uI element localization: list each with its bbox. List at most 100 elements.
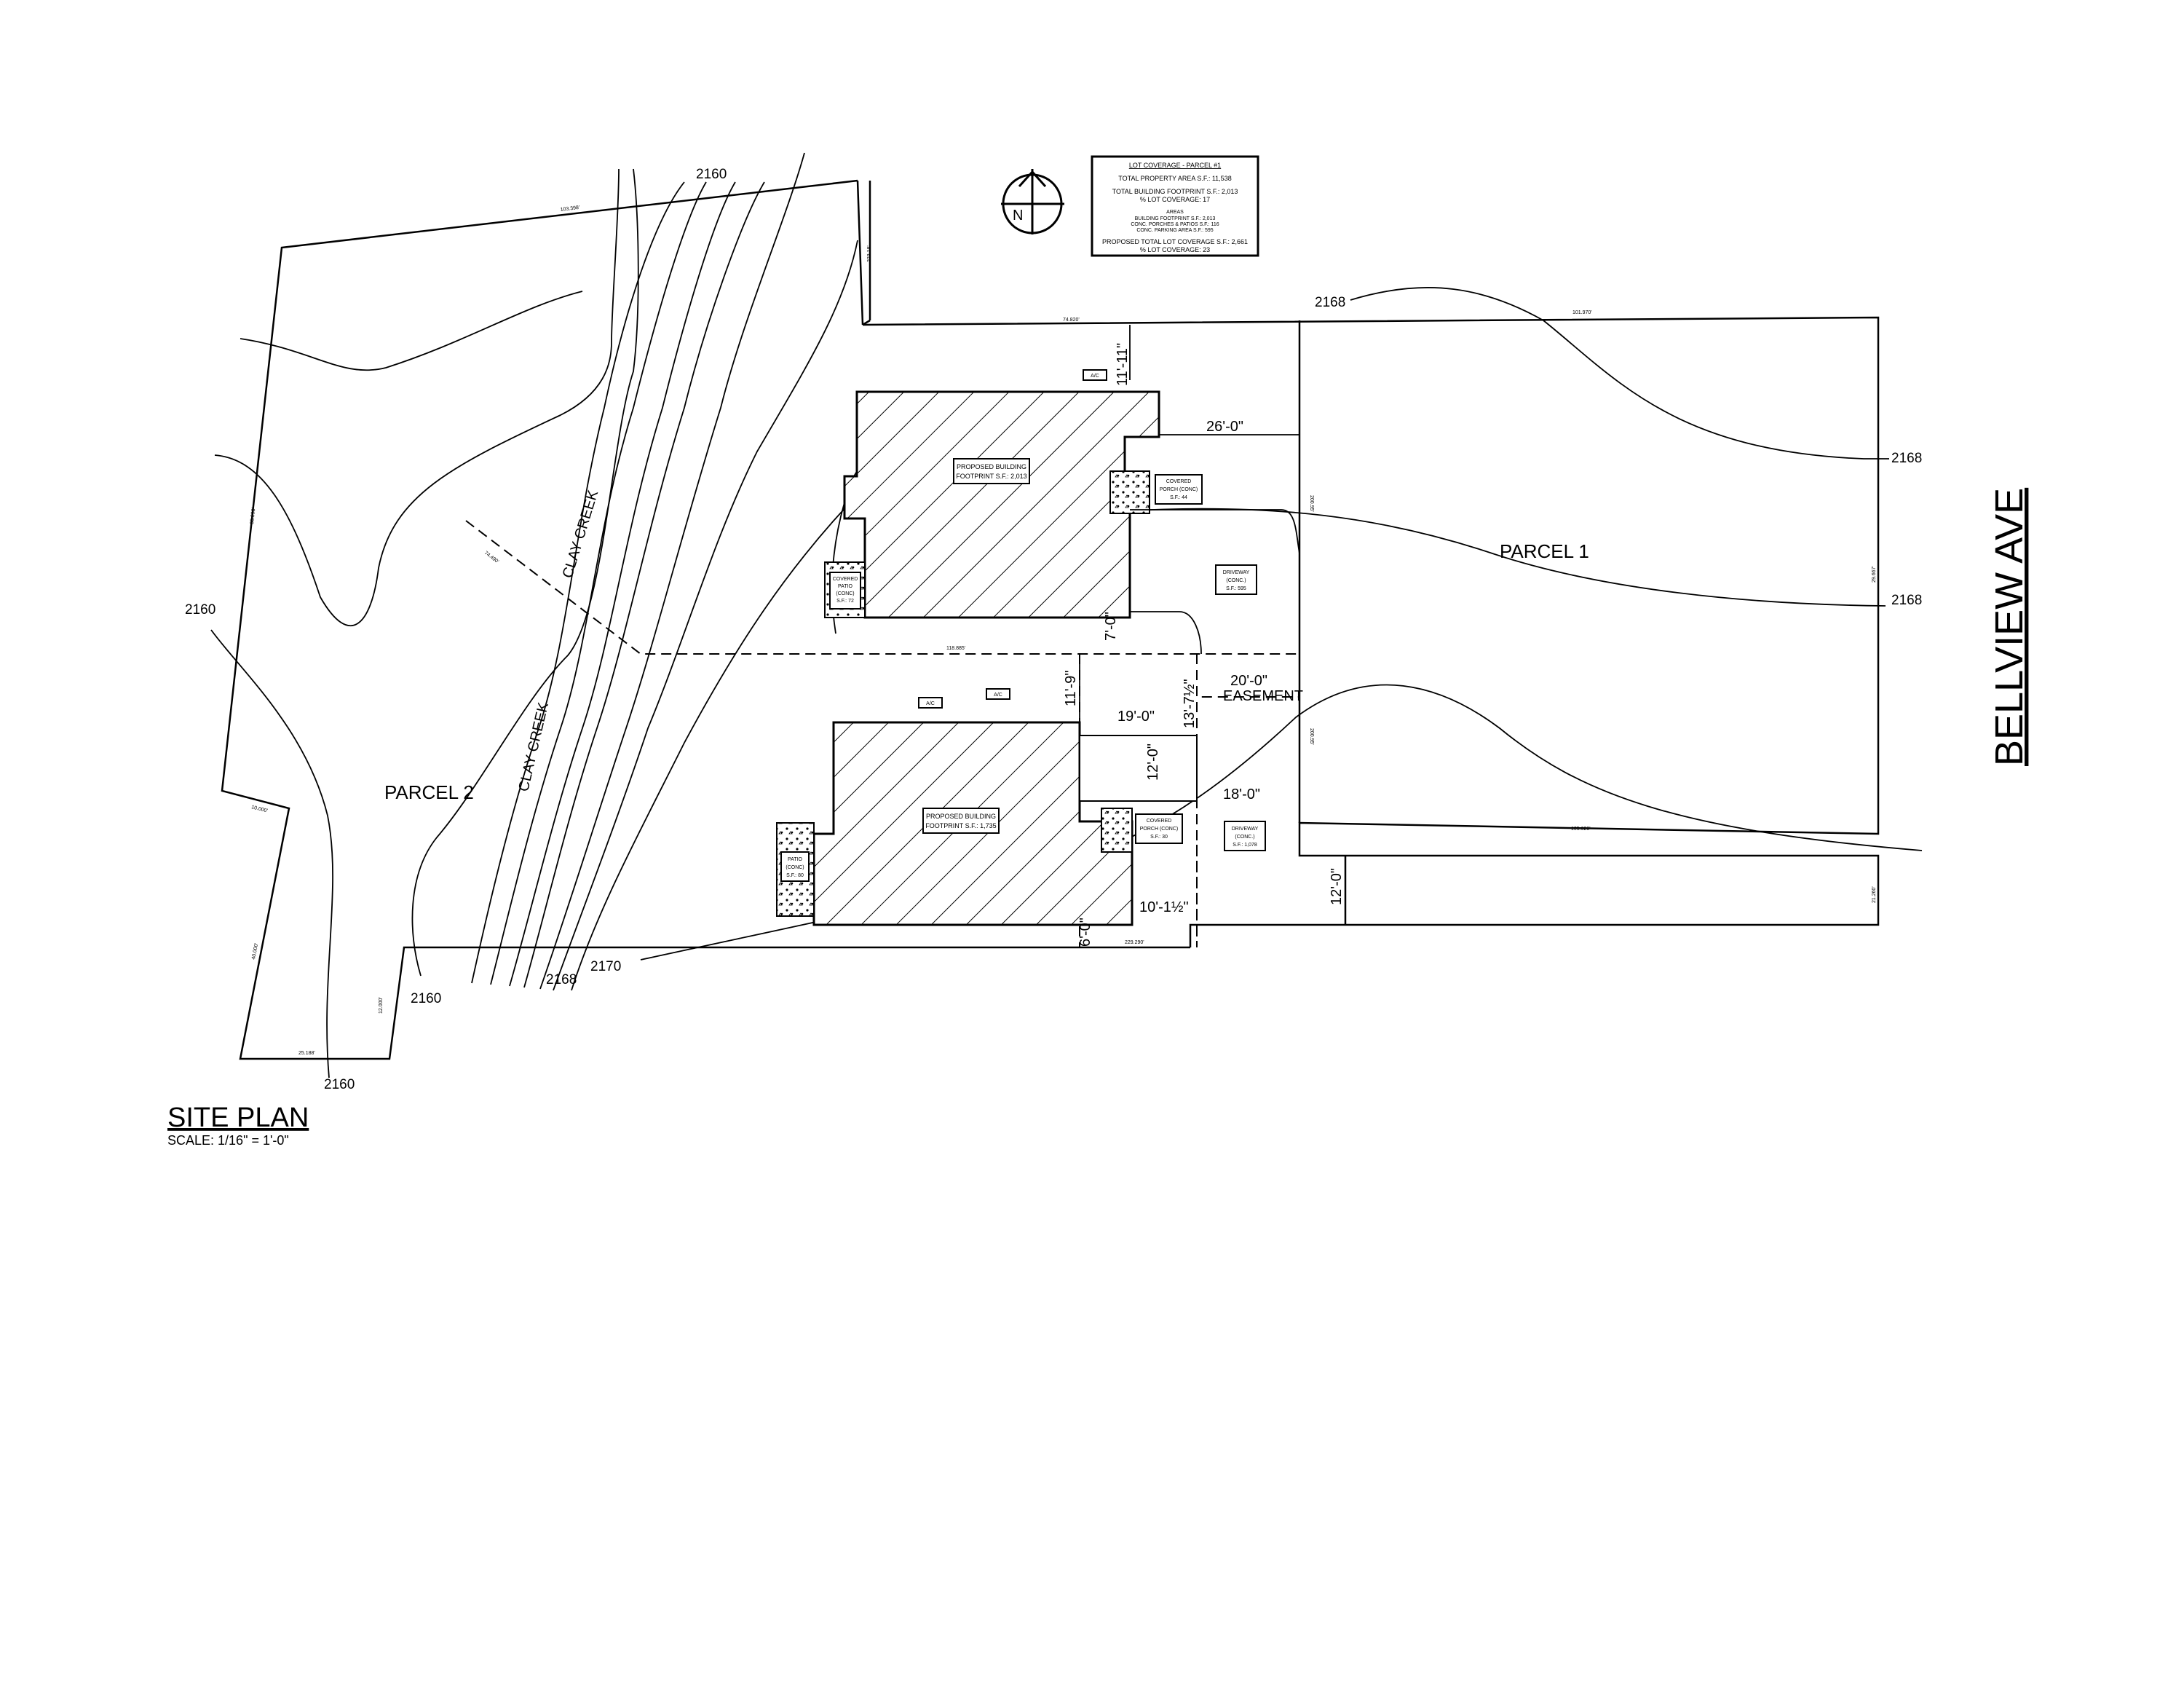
dim-12-0-a: 12'-0" — [1145, 744, 1161, 781]
boundary-label-7: 118.885' — [946, 646, 965, 651]
ac-unit-1 — [1083, 369, 1107, 381]
patio2-label-line2: (CONC) — [786, 865, 804, 870]
parcel-1-label: PARCEL 1 — [1500, 540, 1589, 562]
proposed-building-1 — [843, 390, 1160, 619]
covered-porch-1 — [1109, 470, 1150, 514]
porch2-label-line1: COVERED — [1147, 819, 1172, 824]
bldg2-label-box — [922, 808, 1000, 834]
boundary-label-9: 200.95' — [1309, 495, 1314, 512]
dim-7-0: 7'-0" — [1103, 612, 1119, 641]
patio1-label-line4: S.F.: 72 — [836, 599, 854, 604]
easement-line-horizontal — [465, 520, 1300, 698]
contour-2168-top: 2168 — [1315, 295, 1345, 310]
contour-2160-bottom-a: 2160 — [411, 991, 441, 1006]
patio2-label-line3: S.F.: 80 — [786, 873, 804, 878]
coverage-line-8: PROPOSED TOTAL LOT COVERAGE S.F.: 2,661 — [1102, 238, 1248, 245]
boundary-label-6: 74.490' — [483, 551, 499, 564]
porch1-label-box — [1155, 474, 1203, 505]
boundary-label-14: 40.000' — [251, 943, 259, 961]
dim-13-7: 13'-7½" — [1182, 679, 1198, 728]
site-plan-scale: SCALE: 1/16" = 1'-0" — [167, 1133, 289, 1148]
porch2-label-line2: PORCH (CONC) — [1140, 827, 1179, 832]
bldg2-side-box — [1079, 735, 1198, 802]
drive1-label-box — [1215, 564, 1257, 595]
contour-2160-top: 2160 — [696, 167, 727, 182]
coverage-line-7: CONC. PARKING AREA S.F.: 595 — [1136, 228, 1213, 233]
north-arrow-icon — [1001, 169, 1064, 234]
drive2-label-box — [1224, 821, 1266, 851]
drive1-label-line2: (CONC.) — [1226, 578, 1246, 583]
drive1-label-line3: S.F.: 595 — [1226, 586, 1246, 591]
dim-12-0-b: 12'-0" — [1329, 868, 1345, 905]
patio2-label-box — [780, 851, 810, 882]
covered-porch-2 — [1101, 808, 1133, 853]
parcel-2-boundary — [221, 179, 1190, 1060]
coverage-line-9: % LOT COVERAGE: 23 — [1140, 246, 1210, 253]
bldg1-label-line1: PROPOSED BUILDING — [957, 463, 1026, 470]
boundary-label-8: 105.620' — [1571, 827, 1591, 832]
boundary-label-15: 25.188' — [298, 1051, 315, 1056]
boundary-label-4: 223.18' — [867, 245, 872, 262]
boundary-label-17: 21.260' — [1872, 886, 1877, 903]
dim-11-9: 11'-9" — [1063, 671, 1079, 706]
boundary-label-12: 10.000' — [251, 805, 269, 813]
dim-11-11: 11'-11" — [1115, 343, 1131, 386]
contour-2170: 2170 — [590, 959, 621, 974]
easement-label: EASEMENT — [1223, 688, 1303, 704]
coverage-line-4: AREAS — [1166, 210, 1184, 215]
dim-18-0: 18'-0" — [1223, 786, 1260, 802]
ac-unit-3-label: A/C — [994, 693, 1002, 698]
drive2-label-line2: (CONC.) — [1235, 835, 1254, 840]
coverage-line-3: % LOT COVERAGE: 17 — [1140, 196, 1210, 203]
boundary-label-3: 101.970' — [1572, 310, 1592, 315]
porch2-label-line3: S.F.: 30 — [1150, 835, 1168, 840]
patio1-label-line3: (CONC) — [836, 591, 854, 596]
coverage-line-1: TOTAL PROPERTY AREA S.F.: 11,538 — [1118, 175, 1231, 182]
porch1-label-line2: PORCH (CONC) — [1160, 487, 1198, 492]
porch1-label-line1: COVERED — [1166, 479, 1192, 484]
bldg2-label-line2: FOOTPRINT S.F.: 1,735 — [925, 822, 996, 829]
boundary-label-1: 103.398' — [560, 205, 579, 213]
site-plan-title: SITE PLAN — [167, 1103, 309, 1133]
clay-creek-label-upper: CLAY CREEK — [560, 488, 602, 580]
boundary-label-16: 229.290' — [1125, 940, 1144, 945]
street-label: BELLVIEW AVE — [1987, 488, 2031, 766]
dim-19-0: 19'-0" — [1117, 709, 1155, 725]
boundary-label-11: 29.667' — [1872, 566, 1877, 583]
coverage-line-6: CONC. PORCHES & PATIOS S.F.: 116 — [1131, 222, 1219, 227]
patio2-label-line1: PATIO — [788, 857, 803, 862]
porch1-label-line3: S.F.: 44 — [1170, 495, 1187, 500]
ac-unit-2 — [918, 697, 943, 709]
coverage-line-2: TOTAL BUILDING FOOTPRINT S.F.: 2,013 — [1112, 188, 1238, 195]
bldg2-label-line1: PROPOSED BUILDING — [926, 813, 996, 820]
dim-6-0: 6'-0" — [1077, 918, 1093, 947]
contour-2168-right-a: 2168 — [1891, 451, 1922, 466]
bldg1-label-line2: FOOTPRINT S.F.: 2,013 — [956, 473, 1026, 480]
dim-20-0: 20'-0" — [1230, 673, 1267, 689]
patio1-label-box — [829, 572, 861, 610]
drive1-label-line1: DRIVEWAY — [1223, 570, 1250, 575]
patio1-label-line1: COVERED — [833, 577, 858, 582]
dim-10-1: 10'-1½" — [1139, 899, 1189, 915]
coverage-line-5: BUILDING FOOTPRINT S.F.: 2,013 — [1135, 216, 1216, 221]
driveway-1-outline — [1130, 509, 1300, 655]
patio1-label-line2: PATIO — [838, 584, 853, 589]
parcel-1-boundary — [862, 316, 1880, 947]
dim-26-0: 26'-0" — [1206, 419, 1243, 435]
boundary-label-5: 35.098' — [250, 508, 256, 524]
boundary-label-2: 74.820' — [1063, 318, 1080, 323]
boundary-label-13: 12.000' — [379, 997, 384, 1014]
bldg1-label-box — [953, 458, 1030, 484]
contour-lines — [210, 152, 1923, 1078]
coverage-line-0: LOT COVERAGE - PARCEL #1 — [1129, 162, 1221, 169]
contour-2160-left: 2160 — [185, 602, 215, 618]
contour-2168-bottom: 2168 — [546, 972, 577, 987]
parcel-2-label: PARCEL 2 — [384, 781, 474, 803]
boundary-label-10: 200.95' — [1309, 728, 1314, 745]
contour-2168-right-b: 2168 — [1891, 593, 1922, 608]
ac-unit-3 — [986, 688, 1010, 700]
drive2-label-line1: DRIVEWAY — [1232, 827, 1259, 832]
ac-unit-1-label: A/C — [1091, 374, 1099, 379]
north-label: N — [1013, 208, 1023, 224]
